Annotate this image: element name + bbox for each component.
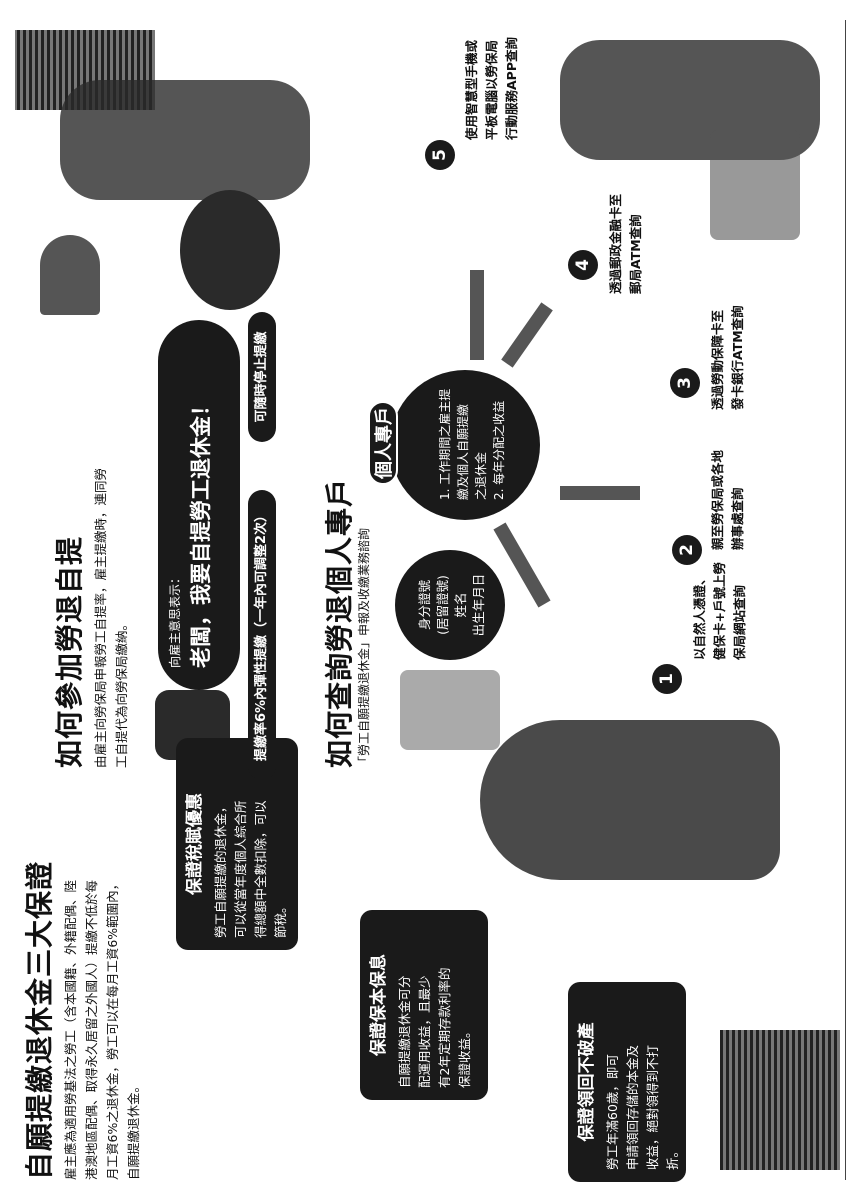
step-2-text: 親至勞保局或各地 辦事處查詢	[710, 449, 745, 550]
page-edge-line	[844, 20, 846, 1180]
coin-stack-left	[720, 1030, 840, 1170]
section1-title: 自願提繳退休金三大保證	[23, 860, 56, 1180]
personal-id-bubble: 身分證號 (居留證號) 姓名 出生年月日	[395, 550, 505, 660]
speech-intro: 向雇主意思表示：	[168, 571, 182, 668]
tablet-icon	[400, 670, 500, 750]
step-5-text: 使用智慧型手機或 平板電腦以勞保局 行動服務APP查詢	[464, 37, 519, 140]
section3-title: 如何查詢勞退個人專戶	[323, 477, 356, 768]
arrow-icon	[560, 486, 640, 500]
stop-anytime-pill: 可隨時停止提繳	[248, 312, 276, 442]
arrow-icon	[501, 302, 553, 368]
speech-bubble: 向雇主意思表示： 老闆，我要自提勞工退休金！	[158, 320, 240, 690]
card-title: 保證保本保息	[369, 954, 389, 1056]
personal-account-hub: 1. 工作期間之雇主提 繳及個人自願提繳 之退休金 2. 每年分配之收益	[390, 370, 540, 520]
woman-character-illustration	[480, 720, 780, 880]
personal-account-title: 個人專戶	[368, 401, 398, 485]
flexible-rate-pill: 提繳率6%內彈性提繳（一年內可調整2次）	[248, 490, 276, 780]
arrow-icon	[470, 270, 484, 360]
section1-body: 雇主應為適用勞基法之勞工（含本國籍、外籍配偶、陸 港澳地區配偶、取得永久居留之外…	[63, 877, 141, 1180]
section3-subtitle: 「勞工自願提繳退休金」申報及收繳業務諮詢	[357, 527, 371, 768]
section2-body: 由雇主向勞保局申報勞工自提率，雇主提繳時，連同勞 工自提代為向勞保局繳納。	[93, 467, 129, 768]
card-title: 保證稅賦優惠	[185, 793, 205, 895]
step-1-badge: 1	[652, 664, 682, 694]
piggy-bank-illustration	[180, 190, 280, 310]
step-4-badge: 4	[568, 250, 598, 280]
guarantee-card-tax-benefit: 保證稅賦優惠 勞工自願提繳的退休金， 可以從當年度個人綜合所 得總額中全數扣除，…	[176, 738, 298, 950]
card-title: 保證領回不破產	[577, 1022, 597, 1142]
atm-card-icon	[710, 130, 800, 240]
boss-character-illustration	[60, 80, 310, 200]
step-2-badge: 2	[672, 535, 702, 565]
step-4-text: 透過郵政金融卡至 郵局ATM查詢	[608, 193, 643, 294]
section2-title: 如何參加勞退自提	[53, 535, 86, 768]
guarantee-card-no-bankruptcy: 保證領回不破產 勞工年滿60歲，即可 申請領回存儲的本金及 收益，絕對領得到不打…	[568, 982, 686, 1182]
speech-main: 老闆，我要自提勞工退休金！	[189, 395, 213, 668]
megaphone-icon	[40, 235, 100, 315]
step-5-badge: 5	[425, 140, 455, 170]
step-3-text: 透過勞動保障卡至 發卡銀行ATM查詢	[710, 305, 745, 410]
guarantee-card-principal-interest: 保證保本保息 自願提繳退休金可分 配運用收益，且最少 有2年定期存款利率的 保證…	[360, 910, 488, 1100]
step-3-badge: 3	[670, 368, 700, 398]
step-1-text: 以自然人憑證、 健保卡+戶號上勞 保局網站查詢	[692, 562, 747, 660]
